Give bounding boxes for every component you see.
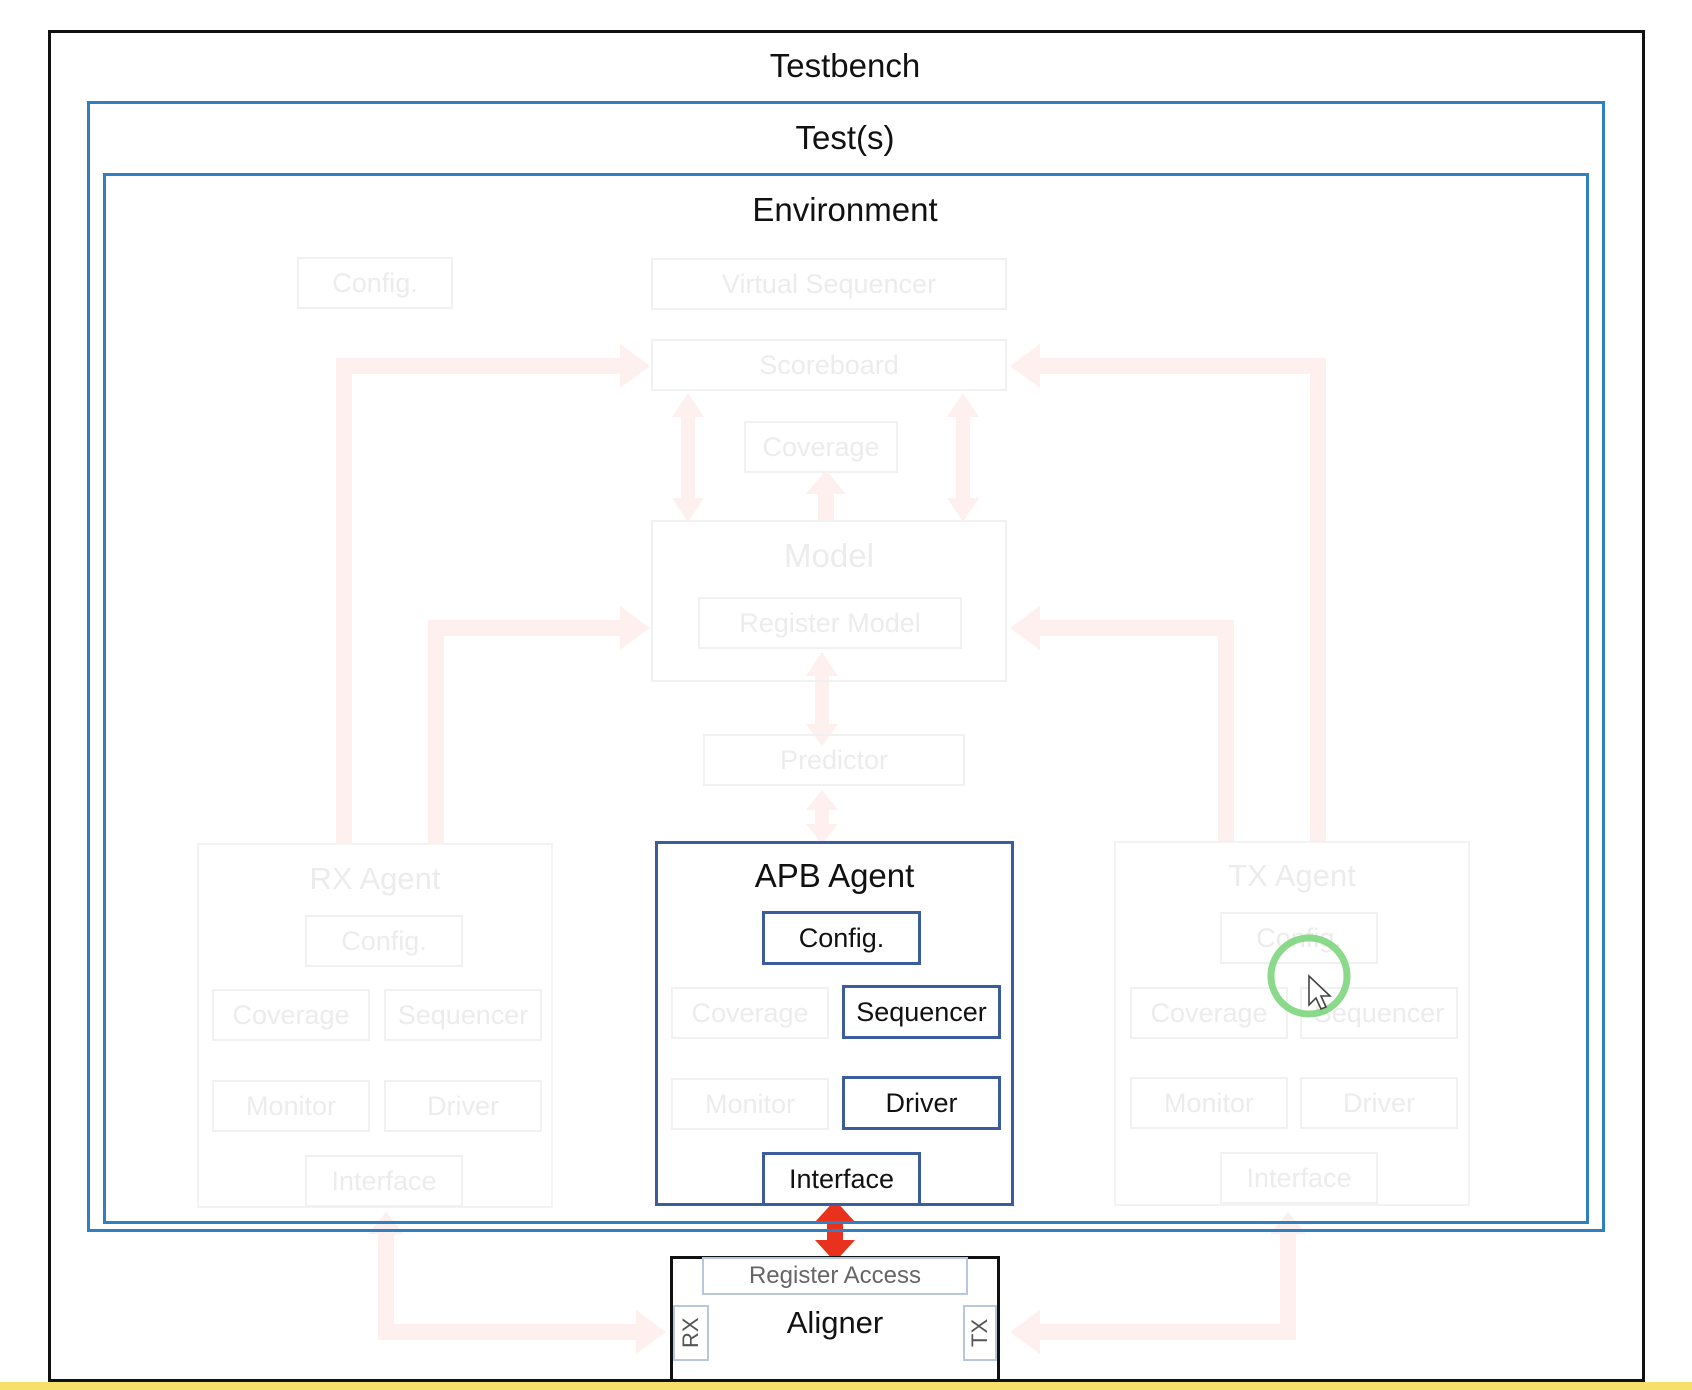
tx-to-scoreboard-arrow — [1310, 358, 1326, 843]
aligner-title: Aligner — [786, 1305, 884, 1340]
rx-agent-monitor: Monitor — [212, 1080, 370, 1132]
apb-agent-sequencer: Sequencer — [842, 985, 1001, 1039]
rx-agent-coverage: Coverage — [212, 989, 370, 1041]
testbench-title: Testbench — [769, 47, 921, 84]
predictor-box: Predictor — [703, 734, 965, 786]
rx-interface-to-dut-arrow — [378, 1232, 394, 1340]
tx-agent-sequencer: Sequencer — [1300, 987, 1458, 1039]
model-predictor-arrow — [815, 674, 829, 726]
register-access-box: Register Access — [702, 1257, 968, 1295]
model-title: Model — [784, 537, 874, 574]
apb-agent-driver: Driver — [842, 1076, 1001, 1130]
tx-port: TX — [963, 1305, 997, 1361]
tx-interface-to-dut-arrow — [1280, 1232, 1296, 1340]
tx-agent-title: TX Agent — [1228, 858, 1356, 893]
tx-agent-monitor: Monitor — [1130, 1077, 1288, 1129]
tx-to-model-arrow — [1218, 620, 1234, 843]
register-model-box: Register Model — [698, 597, 962, 649]
virtual-sequencer-box: Virtual Sequencer — [651, 258, 1007, 310]
predictor-apb-arrow — [815, 808, 829, 826]
tx-agent-interface: Interface — [1220, 1152, 1378, 1204]
apb-agent-coverage: Coverage — [671, 987, 829, 1039]
tests-frame — [87, 101, 1605, 1232]
coverage-box: Coverage — [744, 421, 898, 473]
aligner-dut-box — [670, 1256, 1000, 1382]
rx-agent-config: Config. — [305, 915, 463, 967]
environment-title: Environment — [752, 191, 938, 228]
apb-agent-title: APB Agent — [754, 857, 915, 894]
rx-agent-interface: Interface — [305, 1155, 463, 1207]
env-config-box: Config. — [297, 257, 453, 309]
rx-to-scoreboard-arrow — [336, 358, 352, 843]
tx-agent-coverage: Coverage — [1130, 987, 1288, 1039]
apb-agent-config: Config. — [762, 911, 921, 965]
tests-title: Test(s) — [795, 119, 895, 156]
model-to-coverage-arrow — [818, 492, 834, 522]
scoreboard-model-arrow-left — [681, 415, 695, 500]
environment-frame — [103, 173, 1589, 1224]
scoreboard-box: Scoreboard — [651, 339, 1007, 391]
tx-agent-config: Config. — [1220, 912, 1378, 964]
rx-agent-sequencer: Sequencer — [384, 989, 542, 1041]
tx-agent-box — [1114, 841, 1470, 1206]
model-box — [651, 520, 1007, 682]
apb-agent-interface: Interface — [762, 1152, 921, 1206]
bottom-highlight-bar — [0, 1382, 1692, 1390]
tx-agent-driver: Driver — [1300, 1077, 1458, 1129]
rx-to-model-arrow — [428, 620, 444, 843]
rx-agent-title: RX Agent — [309, 861, 441, 896]
rx-agent-box — [197, 843, 553, 1208]
rx-port: RX — [673, 1305, 709, 1361]
scoreboard-model-arrow-right — [956, 415, 970, 500]
apb-agent-monitor: Monitor — [671, 1078, 829, 1130]
rx-agent-driver: Driver — [384, 1080, 542, 1132]
